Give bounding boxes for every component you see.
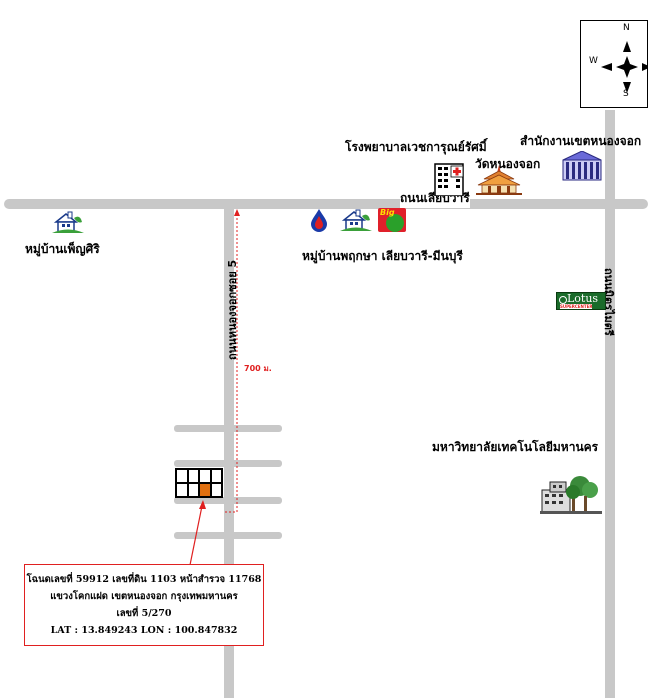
lotus-text: Lotus bbox=[567, 292, 599, 305]
district-office-icon bbox=[562, 151, 602, 181]
compass-star-icon bbox=[601, 41, 648, 93]
compass-north: N bbox=[623, 23, 630, 33]
hospital-label: โรงพยาบาลเวชการุณย์รัศมิ์ bbox=[345, 140, 487, 154]
soi-5-road bbox=[224, 205, 234, 698]
hospital-icon bbox=[434, 163, 464, 196]
big-c-text: Big bbox=[380, 208, 395, 217]
side-street-3 bbox=[174, 497, 282, 504]
distance-label: 700 ม. bbox=[244, 364, 272, 373]
village-left-house-icon bbox=[52, 211, 84, 233]
temple-label: วัดหนองจอก bbox=[475, 157, 541, 171]
village-center-label: หมู่บ้านพฤกษา เลียบวารี-มีนบุรี bbox=[302, 249, 463, 263]
plot-cell bbox=[187, 483, 199, 497]
target-plot-marker[interactable] bbox=[199, 483, 211, 497]
plot-grid bbox=[175, 468, 223, 498]
compass-south: S bbox=[623, 89, 629, 99]
plot-cell bbox=[210, 469, 222, 483]
village-center-house-icon bbox=[340, 209, 372, 231]
lotus-subtext: SUPERCENTER bbox=[560, 304, 593, 309]
side-street-2 bbox=[174, 460, 282, 467]
plot-cell bbox=[176, 483, 188, 497]
village-left-label: หมู่บ้านเพ็ญศิริ bbox=[25, 242, 100, 256]
compass-rose: N W S bbox=[580, 20, 648, 108]
info-coordinates: LAT : 13.849243 LON : 100.847832 bbox=[50, 625, 238, 636]
plot-cell bbox=[199, 469, 211, 483]
university-label: มหาวิทยาลัยเทคโนโลยีมหานคร bbox=[432, 440, 599, 454]
info-title-deed: โฉนดเลขที่ 59912 เลขที่ดิน 1103 หน้าสำรว… bbox=[26, 574, 262, 585]
side-street-1 bbox=[174, 425, 282, 432]
right-road bbox=[605, 110, 615, 698]
plot-cell bbox=[210, 483, 222, 497]
main-road bbox=[4, 199, 648, 209]
plot-cell bbox=[187, 469, 199, 483]
lotus-logo-icon: Lotus SUPERCENTER bbox=[556, 292, 606, 310]
big-c-logo-icon: Big bbox=[378, 208, 406, 232]
temple-icon bbox=[476, 165, 522, 195]
gas-station-icon bbox=[311, 209, 327, 232]
info-district: แขวงโคกแฝด เขตหนองจอก กรุงเทพมหานคร bbox=[50, 591, 238, 602]
university-building-icon bbox=[540, 476, 602, 514]
info-house-number: เลขที่ 5/270 bbox=[116, 608, 172, 619]
property-info-box: โฉนดเลขที่ 59912 เลขที่ดิน 1103 หน้าสำรว… bbox=[24, 564, 264, 646]
side-street-4 bbox=[174, 532, 282, 539]
district-office-label: สำนักงานเขตหนองจอก bbox=[520, 134, 642, 148]
plot-cell bbox=[176, 469, 188, 483]
compass-west: W bbox=[589, 56, 598, 66]
